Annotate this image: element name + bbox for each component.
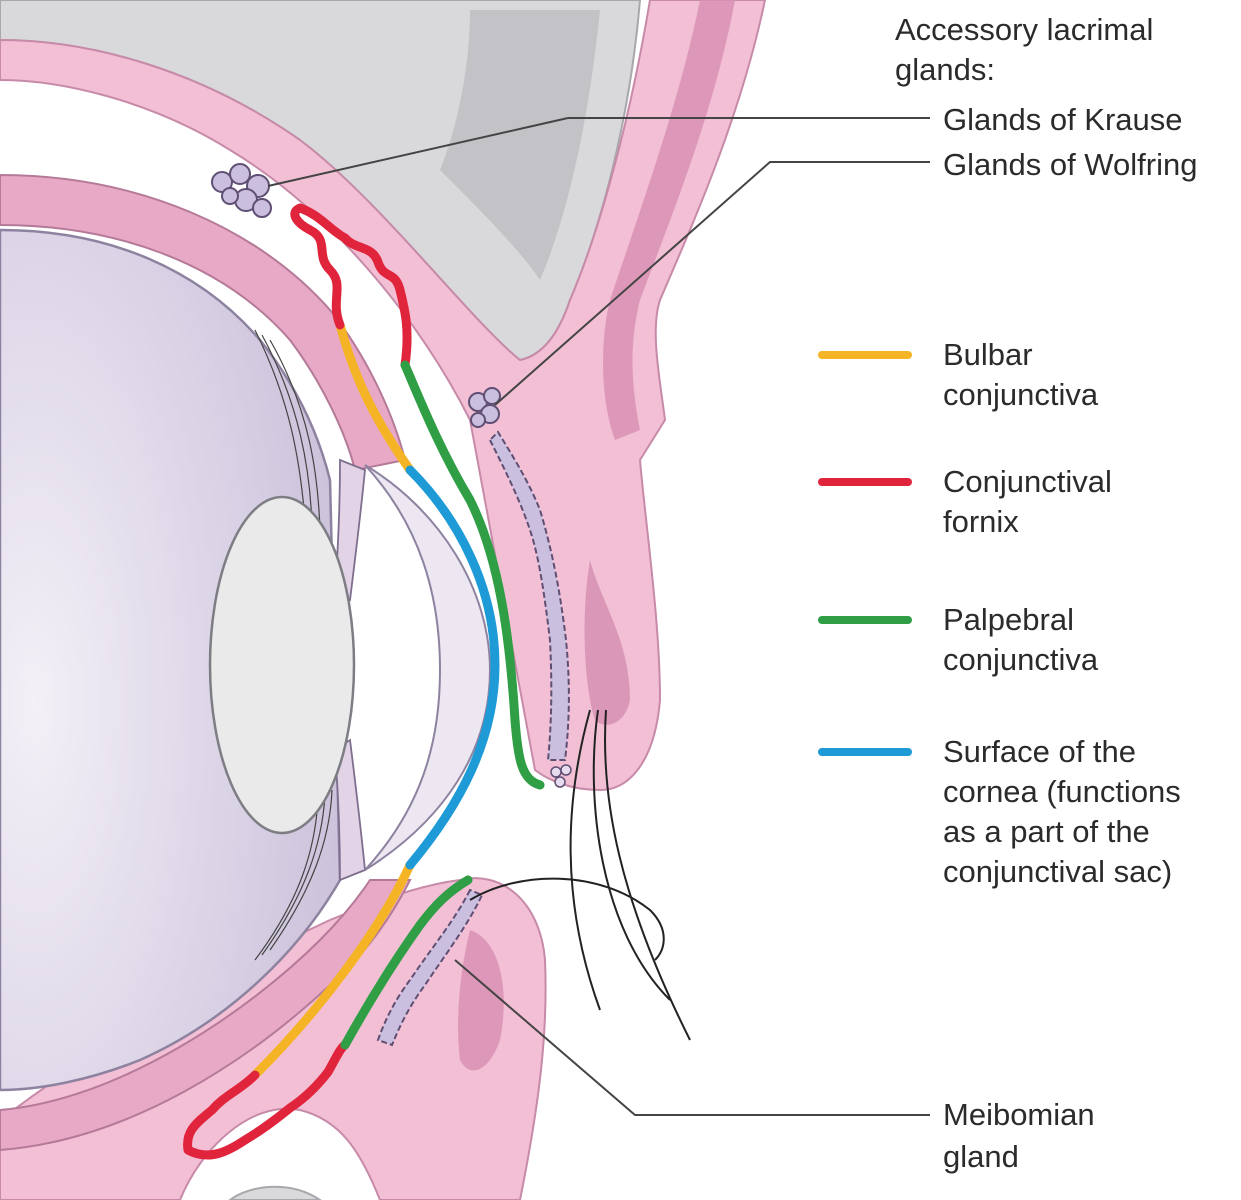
legend-label: conjunctiva bbox=[943, 642, 1099, 677]
lower-orbit-bone bbox=[228, 1185, 322, 1200]
palpebral-conjunctiva-upper bbox=[400, 360, 545, 790]
legend-label: conjunctival sac) bbox=[943, 854, 1172, 889]
upper-tarsus bbox=[584, 560, 630, 725]
bulbar-conjunctiva-lower bbox=[250, 860, 415, 1080]
leader-lines bbox=[267, 117, 930, 1116]
glands-of-wolfring-label: Glands of Wolfring bbox=[943, 147, 1197, 182]
conjunctival-fornix-lower bbox=[183, 1040, 350, 1160]
accessory-glands-label-line1: Accessory lacrimal bbox=[895, 12, 1153, 47]
legend-label: Palpebral bbox=[943, 602, 1074, 637]
legend-label: cornea (functions bbox=[943, 774, 1181, 809]
legend-label: Bulbar bbox=[943, 337, 1033, 372]
meibomian-leader bbox=[454, 959, 930, 1116]
sclera-lower bbox=[0, 879, 412, 1152]
bulbar-conjunctiva-upper bbox=[335, 320, 415, 475]
meibomian-gland-label-line1: Meibomian bbox=[943, 1097, 1095, 1132]
legend-label: conjunctiva bbox=[943, 377, 1099, 412]
iris-upper bbox=[334, 458, 366, 602]
orbital-bone-texture bbox=[440, 10, 600, 280]
legend: BulbarconjunctivaConjunctivalfornixPalpe… bbox=[818, 337, 1181, 889]
palpebral-conjunctiva-lower bbox=[340, 875, 473, 1050]
accessory-glands-label-line2: glands: bbox=[895, 52, 995, 87]
legend-label: as a part of the bbox=[943, 814, 1150, 849]
legend-label: Surface of the bbox=[943, 734, 1136, 769]
glands-of-krause-label: Glands of Krause bbox=[943, 102, 1183, 137]
lower-tarsus bbox=[458, 930, 504, 1071]
krause-leader bbox=[267, 117, 569, 187]
upper-gland-acini bbox=[550, 764, 572, 788]
glands-of-wolfring bbox=[468, 387, 501, 428]
lens bbox=[208, 495, 356, 835]
glands-of-krause bbox=[211, 163, 272, 218]
cornea bbox=[364, 464, 492, 871]
legend-label: Conjunctival bbox=[943, 464, 1112, 499]
meibomian-glands-upper bbox=[488, 430, 570, 761]
legend-label: fornix bbox=[943, 504, 1019, 539]
meibomian-gland-label-line2: gland bbox=[943, 1139, 1019, 1174]
wolfring-leader bbox=[494, 161, 930, 406]
ciliary-body bbox=[254, 329, 333, 961]
cornea-surface-line bbox=[405, 465, 500, 870]
upper-lid-muscle bbox=[603, 0, 735, 440]
meibomian-glands-lower bbox=[376, 888, 484, 1047]
eyelashes bbox=[469, 709, 691, 1041]
conjunctival-fornix-upper bbox=[290, 203, 412, 370]
iris-lower bbox=[334, 738, 366, 882]
upper-eyelid bbox=[0, 0, 767, 792]
